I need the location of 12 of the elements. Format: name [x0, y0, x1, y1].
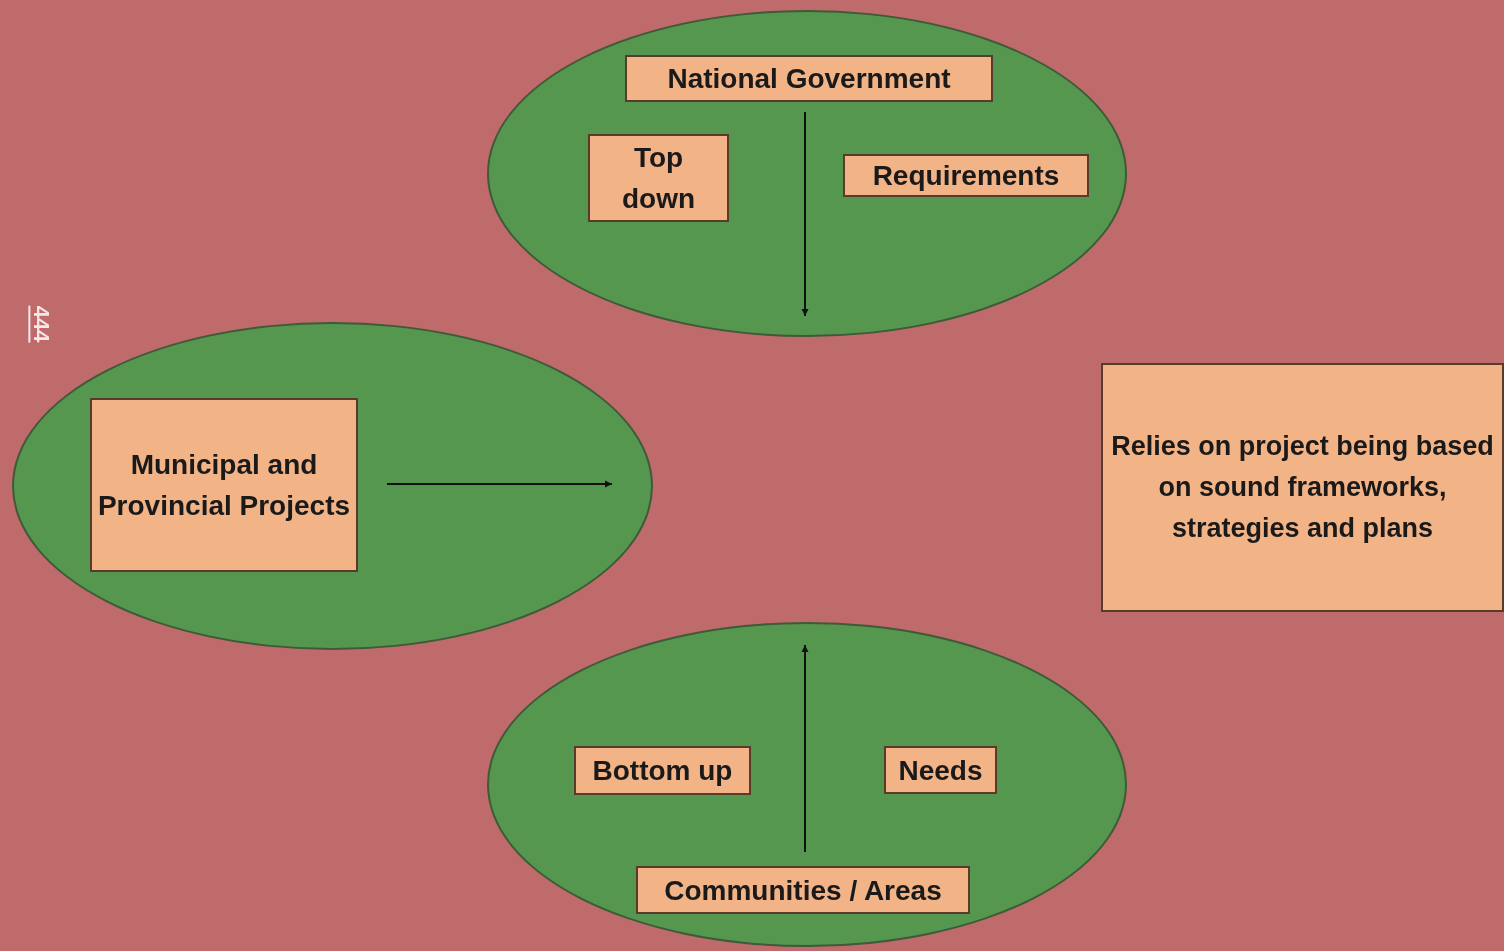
text-box: Needs: [884, 746, 997, 794]
arrow: [386, 480, 613, 488]
arrow: [801, 111, 809, 317]
page-number: 444: [28, 305, 53, 343]
text-box: Relies on project being based on sound frameworks, strategies and plans: [1101, 363, 1504, 612]
text-box: Municipal and Provincial Projects: [90, 398, 358, 572]
text-box: Top down: [588, 134, 729, 222]
text-box: National Government: [625, 55, 993, 102]
arrow: [801, 644, 809, 853]
text-box: Bottom up: [574, 746, 751, 795]
text-box: Communities / Areas: [636, 866, 970, 914]
text-box: Requirements: [843, 154, 1089, 197]
